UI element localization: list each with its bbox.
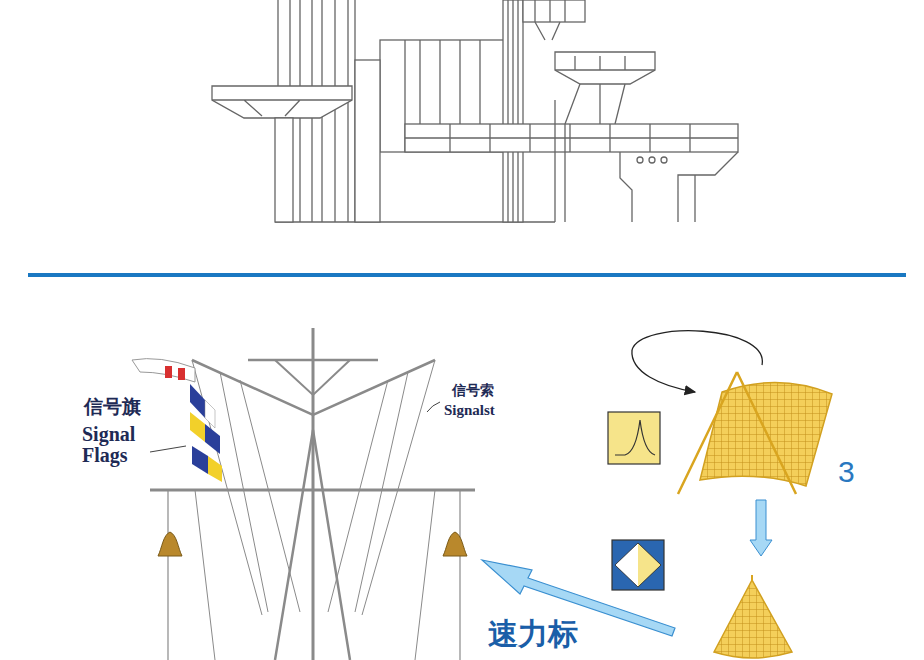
english-label: Signalst [444,403,534,419]
icon-box [608,412,660,464]
leader-line [150,446,186,452]
basket-frame [678,372,796,494]
separator-line [28,273,906,277]
down-arrow [750,500,772,556]
cone-basket [714,580,792,658]
signal-flags [132,359,222,482]
rotation-arrow [632,331,762,365]
chinese-label: 信号索 [452,384,522,399]
english-label: Signal Flags [82,424,160,466]
icon-box [612,540,664,590]
chinese-label: 信号旗 [84,397,164,417]
leader-line [427,402,440,412]
basket-frame [751,575,753,582]
superstructure [212,0,738,222]
rotation-arrow [632,350,695,392]
callout-number: 3 [838,456,868,488]
speed-marker [158,532,467,556]
mast [150,328,475,660]
chinese-label: 速力标 [488,618,628,650]
